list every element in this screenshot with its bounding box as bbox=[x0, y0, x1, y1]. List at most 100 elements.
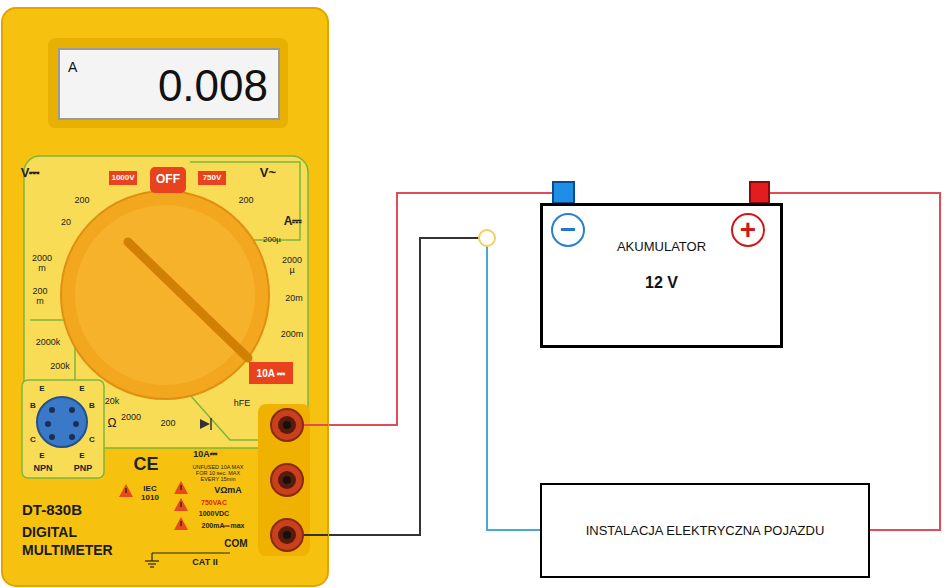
battery-box: AKUMULATOR12 V−+ bbox=[540, 203, 783, 348]
dial-label: hFE bbox=[234, 399, 251, 409]
wire bbox=[759, 193, 940, 530]
dial-label: 2000k bbox=[36, 338, 61, 348]
dial-label: 200 bbox=[160, 419, 175, 429]
plus-sign: + bbox=[733, 216, 763, 244]
reading-value: 0.008 bbox=[158, 64, 268, 108]
input-jack bbox=[271, 409, 303, 441]
minus-sign: − bbox=[553, 216, 583, 244]
red-wire bbox=[759, 193, 940, 530]
ground-symbol bbox=[148, 563, 156, 564]
dial-pointer bbox=[128, 242, 248, 358]
rotary-dial-face bbox=[75, 205, 255, 385]
socket-hole bbox=[73, 421, 79, 427]
dial-label: OFF bbox=[156, 173, 180, 186]
dial-label: COM bbox=[224, 538, 247, 549]
dial-label: 200mA⎓max bbox=[202, 522, 245, 530]
dial-label: V~ bbox=[260, 166, 276, 180]
wire bbox=[328, 193, 564, 425]
dial-label: 200 m bbox=[29, 287, 51, 307]
range-divider bbox=[190, 395, 300, 440]
battery-voltage: 12 V bbox=[543, 275, 780, 291]
positive-terminal-symbol: + bbox=[731, 213, 765, 247]
ground-symbol bbox=[150, 566, 154, 567]
input-jack bbox=[271, 519, 303, 551]
dial-label: 200 bbox=[74, 196, 89, 206]
dial-label: 20m bbox=[285, 294, 303, 304]
lcd-display: A 0.008 bbox=[58, 48, 280, 120]
ground-symbol bbox=[145, 560, 159, 561]
rotary-dial bbox=[61, 191, 269, 399]
dial-label: 750V bbox=[203, 174, 222, 183]
dial-label: B bbox=[30, 402, 36, 411]
installation-title: INSTALACJA ELEKTRYCZNA POJAZDU bbox=[542, 524, 868, 537]
dial-label: 200k bbox=[50, 362, 70, 372]
diode-symbol bbox=[200, 419, 210, 429]
dial-label: 20 bbox=[61, 218, 71, 228]
dial-label: VΩmA bbox=[214, 486, 242, 496]
dial-label: CAT II bbox=[192, 558, 217, 568]
dial-label: UNFUSED 10A MAX FOR 10 sec. MAX EVERY 15… bbox=[188, 464, 248, 482]
dial-label: E bbox=[39, 385, 44, 394]
dial-label: NPN bbox=[33, 464, 52, 474]
socket-hole bbox=[69, 407, 75, 413]
model-name: DT-830B bbox=[22, 502, 82, 517]
dial-label: E bbox=[79, 385, 84, 394]
input-jack bbox=[278, 416, 296, 434]
probe-clip bbox=[479, 230, 495, 246]
device-name: DIGITAL MULTIMETER bbox=[22, 523, 142, 559]
dial-label: 20k bbox=[105, 397, 120, 407]
red-wire bbox=[328, 193, 564, 425]
dial-label: Ω bbox=[108, 417, 117, 430]
blue-wire bbox=[487, 246, 540, 530]
socket-hole bbox=[69, 434, 75, 440]
dial-label: 200µ bbox=[263, 236, 281, 245]
dial-label: E bbox=[79, 452, 84, 461]
warning-triangle bbox=[119, 484, 133, 497]
input-jack bbox=[283, 476, 291, 484]
warning-mark bbox=[180, 521, 181, 526]
transistor-socket bbox=[37, 397, 87, 447]
input-jack bbox=[271, 464, 303, 496]
warning-triangle bbox=[174, 481, 188, 494]
input-jack bbox=[278, 526, 296, 544]
warning-mark bbox=[180, 502, 181, 507]
multimeter-body: DT-830B DIGITAL MULTIMETER A 0.008 bbox=[2, 8, 328, 586]
warning-mark bbox=[180, 485, 181, 490]
vehicle-installation-box: INSTALACJA ELEKTRYCZNA POJAZDU bbox=[540, 483, 870, 578]
ground-symbol bbox=[151, 553, 152, 561]
input-jack bbox=[283, 421, 291, 429]
input-jack bbox=[283, 531, 291, 539]
dial-label: 1000V bbox=[111, 174, 134, 183]
dial-label: 10A⎓ bbox=[193, 450, 217, 460]
range-badge bbox=[198, 171, 226, 185]
range-badge bbox=[109, 171, 137, 185]
dial-label: 1000VDC bbox=[199, 510, 229, 518]
dial-label: PNP bbox=[74, 464, 93, 474]
dial-label: C bbox=[89, 436, 95, 445]
dial-label: B bbox=[89, 402, 95, 411]
negative-terminal-post bbox=[553, 182, 574, 203]
warning-triangle bbox=[174, 517, 188, 530]
dial-label: 2000 m bbox=[29, 254, 55, 274]
dial-label: 750VAC bbox=[201, 499, 227, 507]
dial-label: C bbox=[30, 436, 36, 445]
warning-triangle bbox=[174, 498, 188, 511]
positive-terminal-post bbox=[750, 182, 769, 203]
socket-hole bbox=[45, 421, 51, 427]
wire bbox=[328, 238, 540, 535]
dial-label: CE bbox=[133, 455, 158, 475]
dial-label: 200m bbox=[281, 330, 304, 340]
socket-hole bbox=[49, 434, 55, 440]
range-badge bbox=[249, 362, 293, 384]
dial-label: 10A ⎓ bbox=[257, 368, 286, 379]
socket-hole bbox=[49, 407, 55, 413]
dial-label: V⎓ bbox=[21, 166, 40, 180]
off-badge bbox=[150, 167, 186, 193]
dial-label: 2000 bbox=[121, 413, 141, 423]
unit-indicator: A bbox=[68, 60, 77, 74]
transistor-panel bbox=[22, 380, 104, 478]
display-bezel bbox=[48, 38, 288, 128]
dial-label: IEC 1010 bbox=[138, 485, 162, 503]
dial-label: A⎓ bbox=[284, 215, 303, 228]
